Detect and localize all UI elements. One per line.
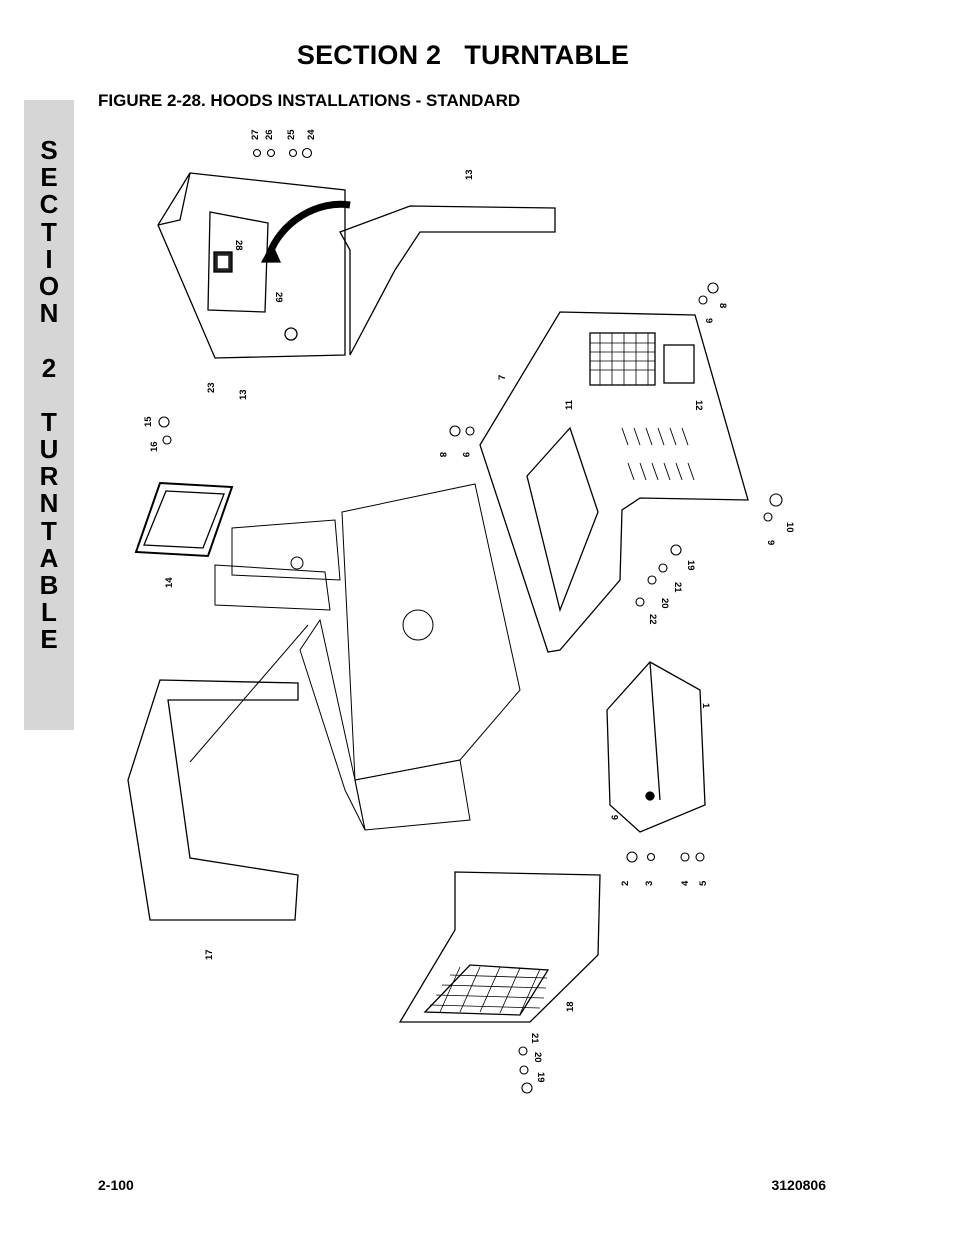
side-tab-letter: T bbox=[41, 406, 57, 437]
callout: 3 bbox=[644, 881, 655, 886]
figure-title: FIGURE 2-28. HOODS INSTALLATIONS - STAND… bbox=[98, 91, 521, 110]
callout: 19 bbox=[685, 560, 696, 571]
callout: 2 bbox=[620, 881, 631, 886]
side-tab-letters: S E C T I O N 2 T U R N T A B L E bbox=[24, 135, 74, 655]
turntable-frame bbox=[189, 483, 521, 831]
callout: 1 bbox=[700, 703, 711, 709]
callout: 15 bbox=[143, 416, 154, 427]
side-tab-letter: S bbox=[40, 135, 58, 165]
top-hood bbox=[157, 172, 556, 359]
section-side-tab: S E C T I O N 2 T U R N T A B L E bbox=[24, 100, 74, 730]
side-tab-letter: 2 bbox=[41, 352, 57, 383]
callout: 25 bbox=[286, 129, 297, 140]
callout: 8 bbox=[437, 452, 448, 457]
side-tab-letter: N bbox=[39, 298, 59, 329]
front-hood bbox=[398, 871, 601, 1023]
callout: 17 bbox=[204, 949, 215, 960]
side-tab-letter: I bbox=[45, 243, 53, 274]
side-tab-letter: N bbox=[39, 488, 59, 519]
callout: 22 bbox=[647, 614, 658, 625]
callout: 24 bbox=[306, 129, 317, 140]
callout: 29 bbox=[273, 292, 284, 303]
page-number: 2-100 bbox=[98, 1177, 134, 1193]
side-tab-letter: T bbox=[41, 515, 57, 546]
side-tab-letter: C bbox=[39, 189, 59, 220]
callout: 27 bbox=[250, 129, 261, 140]
callout: 13 bbox=[238, 389, 249, 400]
callout: 26 bbox=[264, 129, 275, 140]
cover-plate bbox=[134, 481, 234, 558]
side-tab-letter: E bbox=[40, 624, 58, 655]
callout: 16 bbox=[149, 441, 160, 452]
hoods-exploded-diagram: 27 26 25 24 13 28 29 23 13 8 9 7 11 12 1… bbox=[127, 129, 795, 1094]
callout: 8 bbox=[717, 303, 728, 308]
callout: 23 bbox=[206, 382, 217, 393]
callout: 9 bbox=[460, 452, 471, 457]
callout: 28 bbox=[233, 240, 244, 251]
side-tab-letter: L bbox=[41, 597, 57, 628]
document-number: 3120806 bbox=[771, 1177, 826, 1193]
callout: 12 bbox=[693, 400, 704, 411]
callout: 9 bbox=[703, 318, 714, 323]
callout: 6 bbox=[610, 815, 621, 820]
side-tab-letter: A bbox=[39, 542, 59, 573]
callout: 7 bbox=[497, 375, 508, 380]
side-tab-letter: T bbox=[41, 216, 57, 247]
callout: 4 bbox=[680, 880, 691, 886]
callout: 5 bbox=[698, 880, 709, 886]
side-hood-right bbox=[479, 311, 749, 653]
callout-labels: 27 26 25 24 13 28 29 23 13 8 9 7 11 12 1… bbox=[143, 129, 795, 1083]
callout: 20 bbox=[532, 1052, 543, 1063]
side-tab-letter: U bbox=[39, 434, 59, 465]
side-tab-letter: B bbox=[39, 570, 59, 600]
callout: 11 bbox=[564, 399, 575, 410]
side-tab-letter: E bbox=[40, 162, 58, 193]
callout: 21 bbox=[529, 1033, 540, 1044]
hardware bbox=[158, 147, 783, 1094]
callout: 18 bbox=[565, 1001, 576, 1012]
large-hood bbox=[127, 679, 299, 921]
section-title: SECTION 2 TURNTABLE bbox=[296, 40, 630, 70]
side-tab-letter: O bbox=[38, 270, 60, 301]
callout: 19 bbox=[535, 1072, 546, 1083]
callout: 20 bbox=[659, 598, 670, 609]
callout: 21 bbox=[672, 582, 683, 593]
side-tab-letter: R bbox=[39, 461, 59, 492]
side-panel bbox=[606, 661, 706, 833]
callout: 9 bbox=[765, 540, 776, 545]
callout: 14 bbox=[164, 577, 175, 588]
callout: 10 bbox=[784, 522, 795, 533]
callout: 13 bbox=[464, 169, 475, 180]
